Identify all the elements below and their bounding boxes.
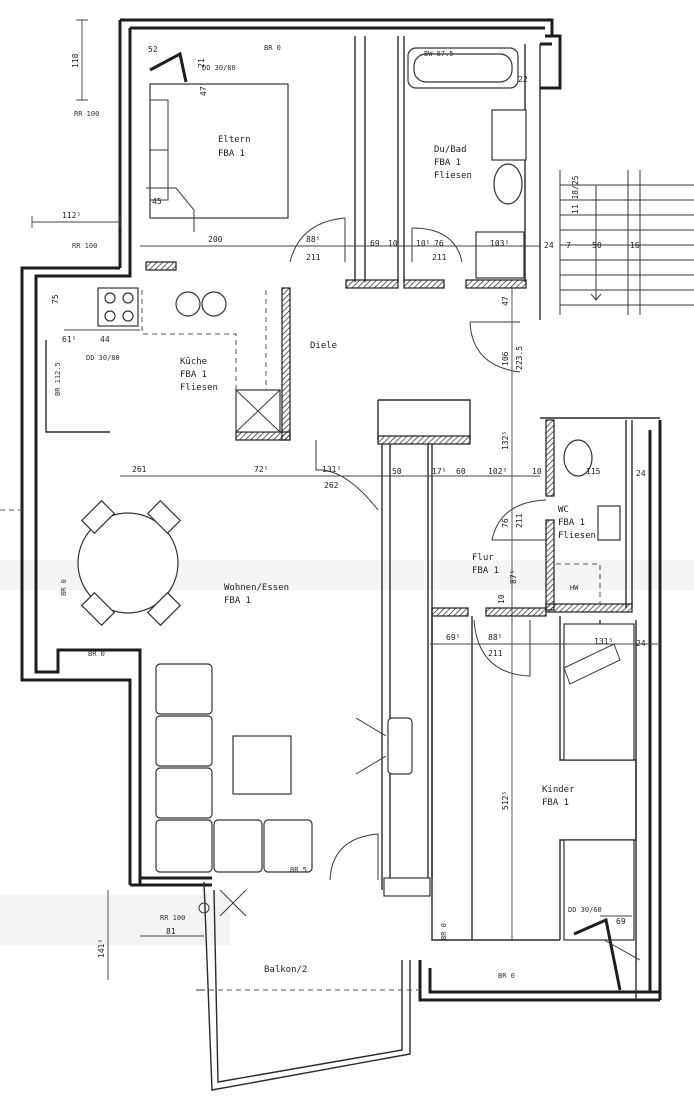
dim-81: 81 xyxy=(166,927,176,936)
dim-69b: 69 xyxy=(616,917,626,926)
outer-walls xyxy=(20,18,662,1002)
dim-1325: 132⁵ xyxy=(501,431,510,450)
dim-725: 72⁵ xyxy=(254,465,268,474)
dim-261: 261 xyxy=(132,465,147,474)
dim-695: 69⁵ xyxy=(446,633,460,642)
room-kueche-floor: FBA 1 xyxy=(180,370,207,380)
dim-24b: 24 xyxy=(636,469,646,478)
tag-dd-kinder: DD 30/60 xyxy=(568,906,602,914)
dim-47: 47 xyxy=(199,86,208,96)
tag-dd-eltern: DD 30/80 xyxy=(202,64,236,72)
window-tags: BR 0 DD 30/80 BW 87.5 DD 30/80 BR 112.5 … xyxy=(54,44,602,980)
tag-br0-right: BR 0 xyxy=(440,923,448,940)
room-labels: Eltern FBA 1 Du/Bad FBA 1 Fliesen Küche … xyxy=(180,135,596,975)
tag-rr100-mid: RR 100 xyxy=(72,242,97,250)
dim-1025: 102⁵ xyxy=(488,467,507,476)
room-bad-floor: FBA 1 xyxy=(434,158,461,168)
dim-21: 21 xyxy=(197,58,206,68)
dim-75: 75 xyxy=(51,294,60,304)
dim-2235: 223.5 xyxy=(515,346,524,370)
dim-175: 17⁵ xyxy=(432,467,446,476)
dim-22: 22 xyxy=(518,75,528,84)
room-kueche-finish: Fliesen xyxy=(180,383,218,393)
tag-br0-top: BR 0 xyxy=(264,44,281,52)
dim-1315b: 131⁵ xyxy=(594,637,613,646)
interior-walls xyxy=(45,36,660,1000)
staircase xyxy=(559,170,694,315)
room-eltern-floor: FBA 1 xyxy=(218,149,245,159)
dim-60: 60 xyxy=(456,467,466,476)
tag-bw-bad: BW 87.5 xyxy=(424,50,454,58)
dim-262: 262 xyxy=(324,481,339,490)
dim-5125: 512⁵ xyxy=(501,791,510,810)
room-wc-name: WC xyxy=(558,505,569,515)
dim-44: 44 xyxy=(100,335,110,344)
dim-7: 7 xyxy=(566,241,571,250)
tag-rr100-bottom: RR 100 xyxy=(160,914,185,922)
tag-br5: BR 5 xyxy=(290,866,307,874)
room-kinder-name: Kinder xyxy=(542,785,575,795)
tag-br-kueche: BR 112.5 xyxy=(54,362,62,396)
scan-shading-bottom xyxy=(0,895,230,945)
dim-1125: 112⁵ xyxy=(62,211,81,220)
dim-50a: 50 xyxy=(592,241,602,250)
dim-1035: 103⁵ xyxy=(490,239,509,248)
dim-615: 61⁵ xyxy=(62,335,76,344)
dim-10: 10 xyxy=(388,239,398,248)
dim-69: 69 xyxy=(370,239,380,248)
dim-200: 200 xyxy=(208,235,223,244)
dim-47b: 47 xyxy=(501,296,510,306)
dim-211d: 211 xyxy=(488,649,503,658)
room-bad-finish: Fliesen xyxy=(434,171,472,181)
dim-16: 16 xyxy=(630,241,640,250)
tag-br0-mid: BR 0 xyxy=(88,650,105,658)
room-kueche-name: Küche xyxy=(180,357,207,367)
room-balkon-name: Balkon/2 xyxy=(264,965,307,975)
dim-stair: 11 18/25 xyxy=(571,175,580,214)
dim-106: 106 xyxy=(501,351,510,366)
dim-45: 45 xyxy=(152,197,162,206)
tag-rr100-top: RR 100 xyxy=(74,110,99,118)
dim-52: 52 xyxy=(148,45,158,54)
tag-br0-left: BR 0 xyxy=(60,579,68,596)
dim-10b: 10 xyxy=(532,467,542,476)
dim-76: 76 xyxy=(434,239,444,248)
room-wohnen-name: Wohnen/Essen xyxy=(224,583,289,593)
dim-885b: 88⁵ xyxy=(488,633,502,642)
dim-118: 118 xyxy=(71,53,80,68)
balcony xyxy=(196,881,420,1091)
dimension-lines xyxy=(31,19,660,980)
room-wohnen-floor: FBA 1 xyxy=(224,596,251,606)
dim-50b: 50 xyxy=(392,467,402,476)
dim-875: 87⁵ xyxy=(509,570,518,584)
dim-24c: 24 xyxy=(636,639,646,648)
room-wc-floor: FBA 1 xyxy=(558,518,585,528)
room-diele-name: Diele xyxy=(310,341,337,351)
dim-105: 10⁵ xyxy=(416,239,430,248)
dimension-labels: 118 52 21 47 45 200 88⁵ 211 69 10 10⁵ 76… xyxy=(51,45,646,958)
furniture xyxy=(77,47,641,991)
room-flur-name: Flur xyxy=(472,553,494,563)
dim-211c: 211 xyxy=(515,513,524,528)
dim-211b: 211 xyxy=(432,253,447,262)
room-hw-name: HW xyxy=(570,584,579,592)
dim-76b: 76 xyxy=(501,518,510,528)
dim-141: 141⁵ xyxy=(97,939,106,958)
dim-211a: 211 xyxy=(306,253,321,262)
dim-24a: 24 xyxy=(544,241,554,250)
tag-dd-kueche: DD 30/80 xyxy=(86,354,120,362)
doors xyxy=(289,217,547,881)
dim-10c: 10 xyxy=(497,594,506,604)
room-eltern-name: Eltern xyxy=(218,135,251,145)
room-wc-finish: Fliesen xyxy=(558,531,596,541)
tag-br0-bottom: BR 0 xyxy=(498,972,515,980)
room-kinder-floor: FBA 1 xyxy=(542,798,569,808)
room-flur-floor: FBA 1 xyxy=(472,566,499,576)
dim-115: 115 xyxy=(586,467,601,476)
dim-885: 88⁵ xyxy=(306,235,320,244)
dim-1315a: 131⁵ xyxy=(322,465,341,474)
room-bad-name: Du/Bad xyxy=(434,145,467,155)
